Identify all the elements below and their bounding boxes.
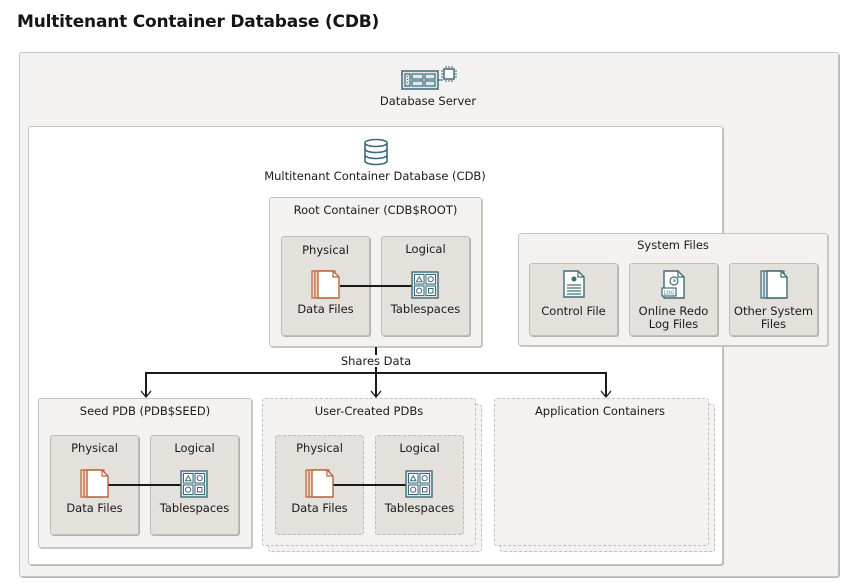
other-files-icon xyxy=(760,270,788,299)
arrow-to-user-pdbs-icon xyxy=(370,390,382,399)
data-files-icon xyxy=(305,469,334,498)
root-container-label: Root Container (CDB$ROOT) xyxy=(293,203,458,217)
shares-data-label: Shares Data xyxy=(330,355,422,368)
control-file-label: Control File xyxy=(541,304,606,318)
root-data-files-label: Data Files xyxy=(297,302,354,316)
database-icon xyxy=(364,138,388,166)
data-files-icon xyxy=(80,469,109,498)
redo-log-label: Online Redo Log Files xyxy=(638,304,709,331)
app-containers-label: Application Containers xyxy=(534,404,666,418)
arrow-to-seed-icon xyxy=(140,390,152,399)
svg-text:LOG: LOG xyxy=(664,290,675,296)
root-link-line xyxy=(340,285,412,287)
control-file-icon xyxy=(563,270,585,298)
tablespaces-icon xyxy=(411,271,439,299)
user-logical-label: Logical xyxy=(399,441,440,455)
database-server-label: Database Server xyxy=(379,94,477,108)
user-physical-label: Physical xyxy=(296,441,343,455)
tablespaces-icon xyxy=(180,470,208,498)
other-files-label: Other System Files xyxy=(733,304,814,331)
system-files-label: System Files xyxy=(637,238,709,252)
arrow-to-app-containers-icon xyxy=(600,390,612,399)
seed-data-files-label: Data Files xyxy=(66,501,123,515)
tablespaces-icon xyxy=(405,470,433,498)
user-link-line xyxy=(333,484,406,486)
shares-data-branch xyxy=(145,372,607,374)
root-physical-label: Physical xyxy=(302,243,349,257)
redo-log-icon: LOG xyxy=(661,270,685,299)
branch-right-drop xyxy=(605,372,607,396)
user-pdbs-label: User-Created PDBs xyxy=(314,404,424,418)
app-containers-box xyxy=(494,398,709,546)
root-logical-label: Logical xyxy=(405,242,446,256)
user-tablespaces-label: Tablespaces xyxy=(384,501,455,515)
data-files-icon xyxy=(311,270,340,299)
seed-tablespaces-label: Tablespaces xyxy=(159,501,230,515)
seed-pdb-label: Seed PDB (PDB$SEED) xyxy=(79,404,211,418)
seed-physical-label: Physical xyxy=(71,441,118,455)
shares-data-trunk xyxy=(375,367,377,397)
root-tablespaces-label: Tablespaces xyxy=(390,302,461,316)
cdb-label: Multitenant Container Database (CDB) xyxy=(264,169,486,183)
page-title: Multitenant Container Database (CDB) xyxy=(17,12,380,32)
shares-data-stem xyxy=(375,347,377,355)
seed-logical-label: Logical xyxy=(174,441,215,455)
seed-link-line xyxy=(108,484,181,486)
branch-left-drop xyxy=(145,372,147,396)
database-server-icon xyxy=(401,66,457,90)
user-data-files-label: Data Files xyxy=(291,501,348,515)
